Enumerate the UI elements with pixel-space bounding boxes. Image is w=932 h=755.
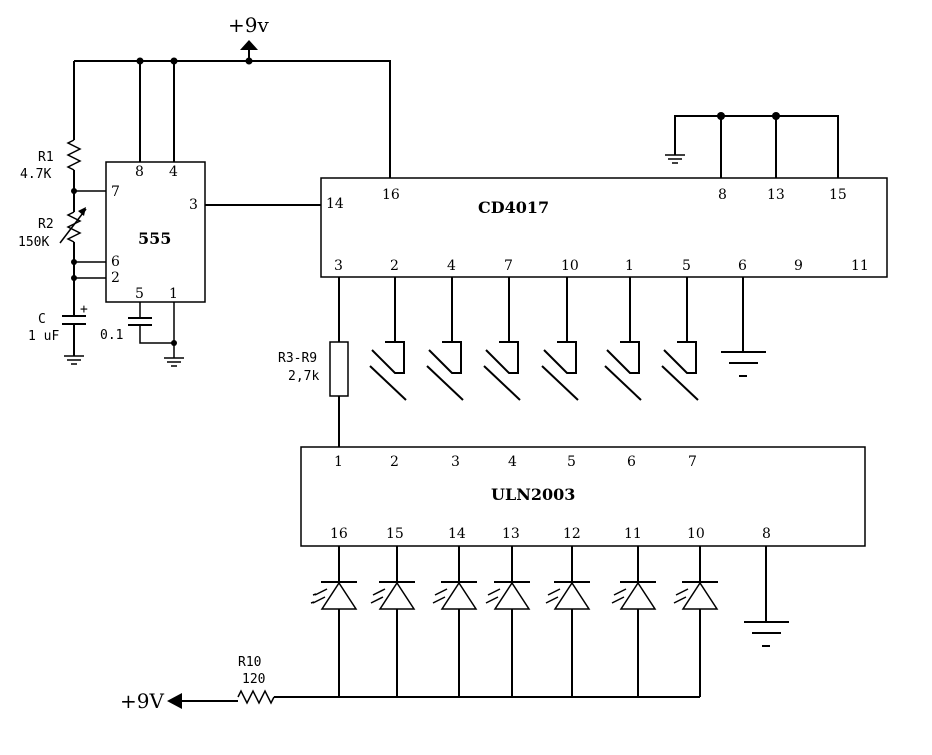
counter-out-11: 11: [851, 258, 869, 274]
timing-capacitor: [62, 315, 86, 365]
driver-out-13: 13: [502, 526, 520, 542]
counter-out-1: 1: [625, 258, 634, 274]
driver-in-7: 7: [688, 454, 697, 470]
bottom-supply-label: +9V: [120, 689, 164, 713]
led-1: [310, 546, 358, 697]
top-supply-rail: [74, 40, 391, 178]
timer-pin-5: 5: [135, 286, 144, 302]
counter-reset-ground: [665, 112, 839, 178]
resistor-shorthand-7: [483, 277, 521, 401]
control-capacitor-value: 0.1: [100, 328, 123, 343]
led-6: [611, 546, 657, 697]
driver-in-5: 5: [567, 454, 576, 470]
r3-r9-name: R3-R9: [278, 351, 317, 366]
counter-out-7: 7: [504, 258, 513, 274]
resistor-shorthand-4: [426, 277, 464, 401]
driver-in-6: 6: [627, 454, 636, 470]
led-4: [485, 546, 531, 697]
r3-r9-resistor: [329, 277, 349, 447]
counter-out-4: 4: [447, 258, 456, 274]
timer-pin-6: 6: [111, 254, 120, 270]
timer-pin-4: 4: [169, 164, 178, 180]
driver-out-16: 16: [330, 526, 348, 542]
driver-in-1: 1: [334, 454, 343, 470]
top-supply-label: +9v: [228, 13, 269, 37]
timer-pin-7: 7: [111, 184, 120, 200]
counter-out-6: 6: [738, 258, 747, 274]
cd4017-chip: [320, 177, 888, 278]
counter-pin-14: 14: [326, 196, 344, 212]
led-5: [545, 546, 591, 697]
uln2003-chip: [300, 446, 866, 547]
r2-name: R2: [38, 217, 54, 232]
resistor-shorthand-1: [604, 277, 642, 401]
r10-value: 120: [242, 672, 265, 687]
counter-pin-13: 13: [767, 187, 785, 203]
r2-value: 150K: [18, 235, 49, 250]
counter-out-9: 9: [794, 258, 803, 274]
counter-pin6-ground: [721, 277, 766, 377]
capacitor-polarity: +: [80, 302, 88, 317]
counter-out-5: 5: [682, 258, 691, 274]
r10-name: R10: [238, 655, 261, 670]
counter-pin-15: 15: [829, 187, 847, 203]
driver-out-8: 8: [762, 526, 771, 542]
timer-pin-2: 2: [111, 270, 120, 286]
driver-pin8-ground: [744, 546, 789, 647]
driver-name: ULN2003: [491, 485, 575, 504]
counter-pin-16: 16: [382, 187, 400, 203]
timer-pin-1: 1: [169, 286, 178, 302]
counter-name: CD4017: [478, 198, 549, 217]
resistor-shorthand-5: [661, 277, 699, 401]
counter-pin-8: 8: [718, 187, 727, 203]
driver-out-14: 14: [448, 526, 466, 542]
led-3: [432, 546, 478, 697]
counter-out-2: 2: [390, 258, 399, 274]
resistor-shorthand-2: [369, 277, 407, 401]
capacitor-value: 1 uF: [28, 329, 59, 344]
timer-pin-8: 8: [135, 164, 144, 180]
control-capacitor: [128, 302, 184, 367]
r1-value: 4.7K: [20, 167, 51, 182]
timer-555-chip: [105, 161, 206, 303]
timer-pin-3: 3: [189, 197, 198, 213]
driver-out-15: 15: [386, 526, 404, 542]
driver-in-3: 3: [451, 454, 460, 470]
resistor-shorthand-10: [541, 277, 579, 401]
r3-r9-value: 2,7k: [288, 369, 319, 384]
counter-out-10: 10: [561, 258, 579, 274]
capacitor-name: C: [38, 312, 46, 327]
led-2: [370, 546, 416, 697]
timer-name: 555: [138, 229, 171, 248]
driver-in-2: 2: [390, 454, 399, 470]
r1-name: R1: [38, 150, 54, 165]
driver-out-11: 11: [624, 526, 642, 542]
driver-out-12: 12: [563, 526, 581, 542]
counter-out-3: 3: [334, 258, 343, 274]
driver-out-10: 10: [687, 526, 705, 542]
bottom-supply-rail: [167, 689, 700, 709]
driver-in-4: 4: [508, 454, 517, 470]
led-7: [673, 546, 719, 697]
